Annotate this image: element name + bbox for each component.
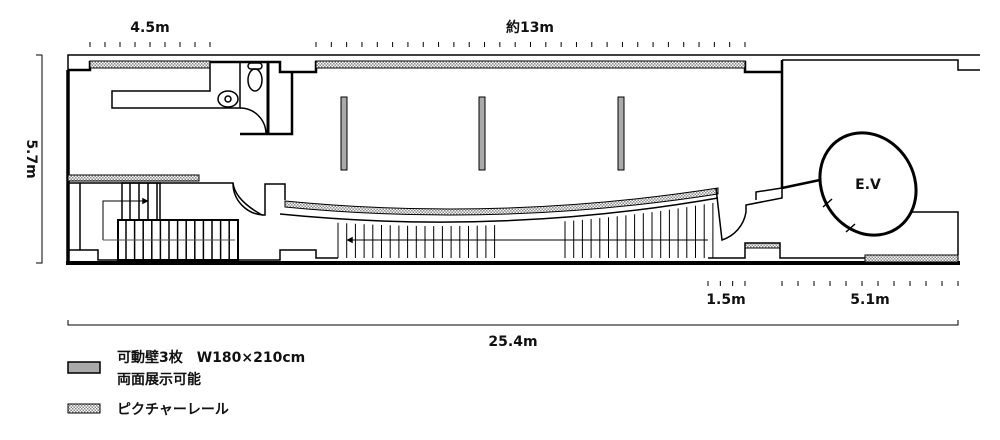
legend-picture-rail: ピクチャーレール bbox=[117, 402, 229, 418]
picture-rail bbox=[284, 187, 719, 216]
dimension-total-length: 25.4m bbox=[488, 334, 537, 350]
elevator: E.V bbox=[818, 131, 918, 237]
main-hall bbox=[279, 178, 959, 259]
stair-arrow-icon bbox=[142, 197, 149, 205]
legend-movable-wall-line2: 両面展示可能 bbox=[117, 371, 201, 388]
dimension-top-left: 4.5m bbox=[130, 20, 169, 36]
picture-rail bbox=[89, 60, 211, 69]
legend-picture-rail-swatch bbox=[67, 403, 101, 414]
picture-rails bbox=[67, 60, 959, 263]
stair-arrow-icon bbox=[346, 236, 353, 244]
movable-walls bbox=[340, 96, 625, 171]
staircase-left bbox=[68, 182, 338, 261]
dimension-bottom-small: 1.5m bbox=[706, 292, 745, 308]
dimensions bbox=[36, 42, 959, 326]
dimension-bottom-right: 5.1m bbox=[850, 292, 889, 308]
movable-wall bbox=[478, 96, 486, 171]
restroom-area bbox=[111, 62, 294, 136]
dimension-height: 5.7m bbox=[23, 139, 39, 178]
movable-wall bbox=[617, 96, 625, 171]
picture-rail bbox=[864, 254, 959, 263]
toilet-icon bbox=[247, 68, 263, 92]
picture-rail bbox=[315, 60, 746, 69]
elevator-label: E.V bbox=[855, 177, 881, 193]
picture-rail bbox=[67, 174, 200, 182]
legend-movable-wall-swatch bbox=[67, 361, 101, 374]
legend: 可動壁3枚 W180×210cm 両面展示可能 ピクチャーレール bbox=[67, 349, 305, 418]
dimension-top-center: 約13m bbox=[506, 19, 554, 36]
legend-movable-wall-line1: 可動壁3枚 W180×210cm bbox=[117, 349, 305, 366]
sink-icon bbox=[217, 90, 239, 108]
movable-wall bbox=[340, 96, 348, 171]
